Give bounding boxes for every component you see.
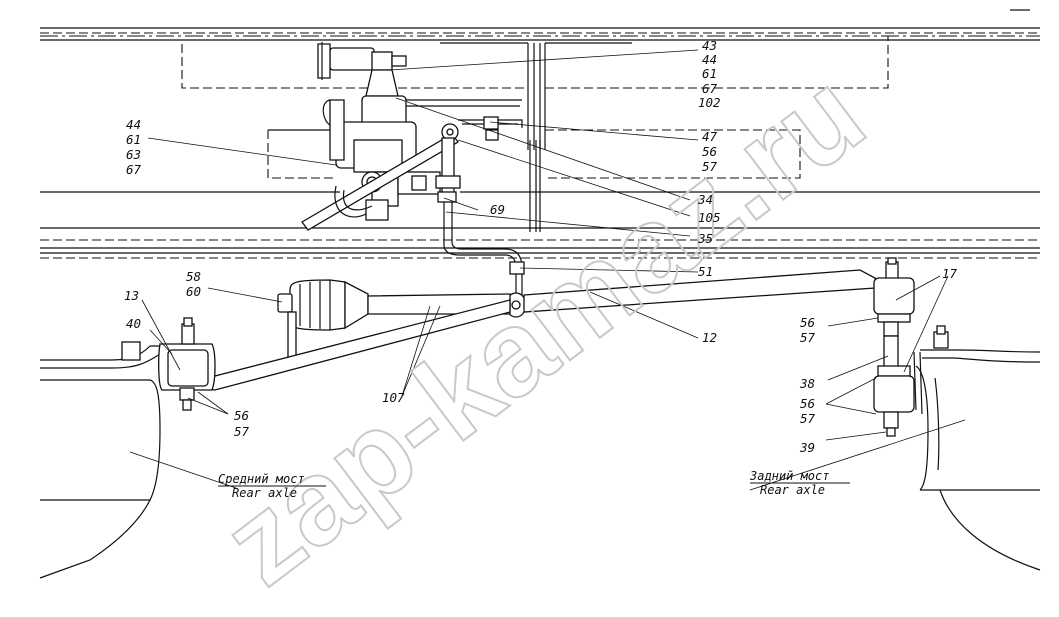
callout-57-rl: 57 — [800, 411, 816, 426]
callout-67-top: 67 — [702, 81, 718, 96]
callout-102: 102 — [698, 95, 721, 110]
callout-34: 34 — [697, 192, 713, 207]
callout-17: 17 — [942, 266, 958, 281]
callout-61-top: 61 — [702, 66, 717, 81]
middle-axle-label-ru: Средний мост — [218, 472, 305, 486]
callout-12: 12 — [702, 330, 717, 345]
callout-35: 35 — [697, 231, 713, 246]
callout-56-ru: 56 — [800, 315, 815, 330]
callout-56-a: 56 — [702, 144, 717, 159]
callout-47: 47 — [702, 129, 718, 144]
callout-39: 39 — [799, 440, 815, 455]
callout-107: 107 — [382, 390, 405, 405]
callout-56-left: 56 — [234, 408, 249, 423]
callout-69: 69 — [490, 202, 505, 217]
brake-force-regulator — [301, 42, 523, 231]
callout-58: 58 — [186, 269, 201, 284]
leader-lines — [129, 49, 966, 491]
callout-57-a: 57 — [702, 159, 718, 174]
chassis-frame — [40, 9, 1040, 259]
callout-labels: 43 44 61 67 102 44 61 63 67 47 56 57 34 … — [124, 38, 958, 455]
callout-67-left: 67 — [126, 162, 142, 177]
callout-105: 105 — [698, 210, 721, 225]
callout-40: 40 — [126, 316, 141, 331]
callout-57-ru: 57 — [800, 330, 816, 345]
callout-38: 38 — [799, 376, 815, 391]
rear-axle-bracket — [873, 257, 1041, 571]
callout-13: 13 — [124, 288, 139, 303]
rear-axle-label-en: Rear axle — [760, 483, 825, 497]
callout-44-top: 44 — [702, 52, 717, 67]
callout-63: 63 — [126, 147, 141, 162]
callout-56-rl: 56 — [800, 396, 815, 411]
callout-57-left: 57 — [234, 424, 250, 439]
callout-51: 51 — [698, 264, 713, 279]
callout-60: 60 — [186, 284, 201, 299]
axle-captions: Средний мост Rear axle Задний мост Rear … — [218, 469, 850, 500]
callout-43: 43 — [702, 38, 717, 53]
middle-axle-bracket — [39, 317, 216, 579]
rear-axle-label-ru: Задний мост — [749, 469, 829, 483]
middle-axle-label-en: Rear axle — [232, 486, 297, 500]
callout-61-left: 61 — [126, 132, 141, 147]
callout-44-left: 44 — [126, 117, 141, 132]
